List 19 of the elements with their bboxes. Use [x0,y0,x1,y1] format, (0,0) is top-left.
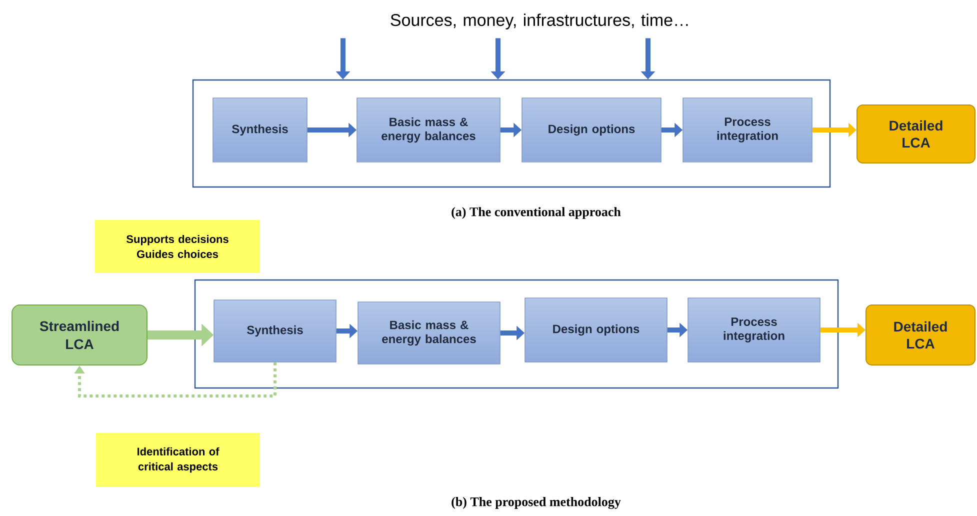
process-box: Basic mass & energy balances [356,98,500,162]
note-box: Identification of critical aspects [96,433,260,487]
method-box: Streamlined LCA [12,304,148,366]
result-box: Detailed LCA [856,104,976,164]
result-box: Detailed LCA [866,304,976,366]
process-box: Synthesis [212,98,308,162]
note-box: Supports decisions Guides choices [95,220,260,273]
caption-text: (b) The proposed methodology [452,497,621,509]
process-box: Process integration [688,298,820,362]
stage-frame [194,279,839,389]
process-box: Process integration [682,98,812,162]
process-box: Synthesis [214,300,336,362]
process-box: Design options [522,98,662,162]
heading-text: Sources, money, infrastructures, time… [390,14,688,30]
stage-frame [192,79,831,188]
process-box: Basic mass & energy balances [358,302,500,364]
arrow [74,362,276,398]
caption-text: (a) The conventional approach [452,207,621,219]
process-box: Design options [524,298,668,362]
